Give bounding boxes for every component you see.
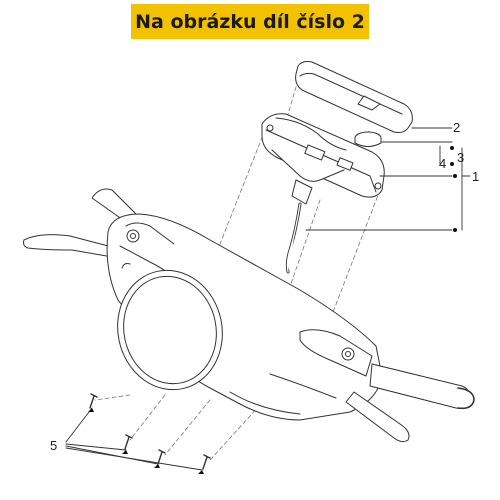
callout-1: 1: [472, 169, 479, 184]
right-grip: [345, 363, 475, 443]
leader-dots: [88, 146, 457, 474]
handlebar-body: [106, 213, 383, 421]
small-cap: [354, 131, 382, 147]
callout-5: 5: [50, 438, 57, 453]
callout-2: 2: [453, 120, 460, 135]
headlight: [117, 269, 223, 391]
title-banner: Na obrázku díl číslo 2: [131, 4, 369, 39]
left-lever: [23, 188, 137, 259]
leader-lines: [65, 127, 471, 471]
banner-text: Na obrázku díl číslo 2: [135, 10, 365, 33]
callout-4: 4: [439, 156, 446, 171]
instrument-cluster: [261, 113, 385, 274]
callout-3: 3: [457, 150, 464, 165]
screws: [89, 393, 211, 470]
instrument-cover: [295, 61, 413, 133]
